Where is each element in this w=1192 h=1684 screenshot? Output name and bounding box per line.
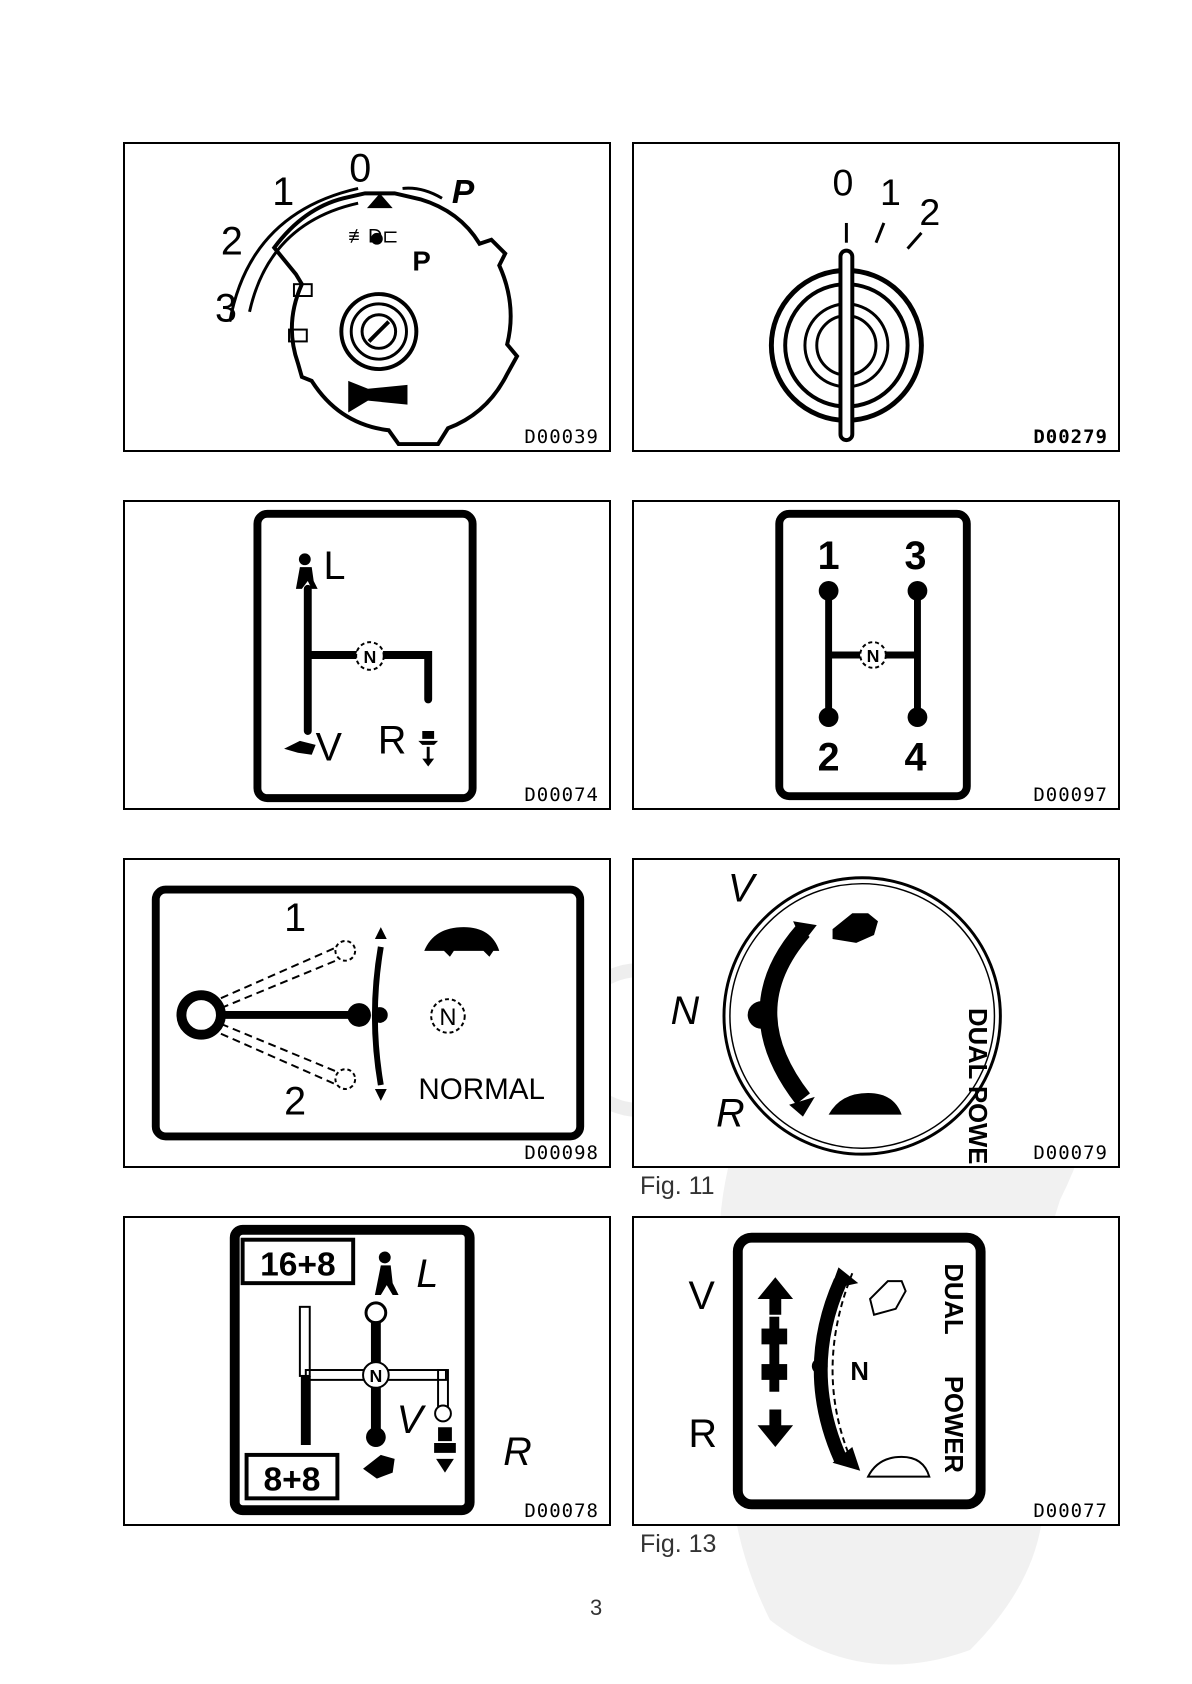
- gear-2-label: 2: [818, 735, 840, 779]
- panel-gear-shift: N 1 3 2 4 D00097: [632, 500, 1120, 810]
- figure-code: D00098: [524, 1142, 599, 1164]
- reverse-label: R: [378, 719, 407, 763]
- brand-label: DUAL POWER: [963, 1008, 991, 1166]
- v-label: V: [728, 866, 758, 910]
- range-shift-diagram: N L V R: [125, 502, 609, 808]
- rabbit-icon: [284, 741, 316, 755]
- key-switch-icon: 0 1 2: [634, 144, 1118, 450]
- r-label: R: [688, 1412, 717, 1456]
- position-2-label: 2: [284, 1080, 306, 1124]
- position-2-label: 2: [221, 220, 243, 264]
- neutral-label: N: [369, 1366, 382, 1386]
- dual-label: DUAL: [939, 1263, 967, 1334]
- gear-1-label: 1: [818, 534, 840, 578]
- r-label: R: [716, 1092, 745, 1136]
- neutral-label: N: [867, 646, 880, 666]
- low-label: L: [416, 1252, 438, 1296]
- v-label: V: [397, 1398, 427, 1442]
- figure-code: D00077: [1033, 1500, 1108, 1522]
- box-16-8-label: 16+8: [260, 1246, 336, 1283]
- headlight-symbol: ≢D⊏: [348, 226, 399, 248]
- caption-fig-13: Fig. 13: [640, 1530, 716, 1559]
- power-label: POWER: [939, 1376, 967, 1473]
- n-label: N: [671, 989, 700, 1033]
- high-label: V: [316, 726, 343, 770]
- figure-code: D00279: [1033, 426, 1108, 448]
- dual-power-plate: N V R DUAL POWER: [634, 1218, 1118, 1524]
- figure-code: D00079: [1033, 1142, 1108, 1164]
- arrow-down-icon: [758, 1409, 794, 1447]
- caption-fig-11: Fig. 11: [640, 1172, 715, 1201]
- panel-dual-power-dial: V N R DUAL POWER D00079: [632, 858, 1120, 1168]
- r-label: R: [503, 1430, 532, 1474]
- turtle-icon: [868, 1457, 929, 1477]
- panel-dual-power-plate: N V R DUAL POWER D00077: [632, 1216, 1120, 1526]
- rabbit-icon: [870, 1281, 906, 1315]
- panel-key-switch: 0 1 2 D00279: [632, 142, 1120, 452]
- position-0-label: 0: [833, 161, 854, 203]
- box-8-8-label: 8+8: [264, 1461, 321, 1498]
- gear-3-label: 3: [905, 534, 927, 578]
- position-3-label: 3: [215, 287, 237, 331]
- ignition-switch-icon: ≢D⊏ 0 1 2 3 P P: [125, 144, 609, 450]
- tractor-icon: [434, 1427, 456, 1453]
- walker-icon: [379, 1252, 391, 1264]
- neutral-label: N: [364, 647, 377, 667]
- walker-icon: [299, 553, 311, 565]
- position-1-label: 1: [272, 170, 294, 214]
- turtle-icon: [424, 927, 499, 957]
- figure-code: D00039: [524, 426, 599, 448]
- position-1-label: 1: [284, 896, 306, 940]
- figure-code: D00097: [1033, 784, 1108, 806]
- position-1-label: 1: [880, 171, 901, 213]
- gear-shift-diagram: N 1 3 2 4: [634, 502, 1118, 808]
- tractor-icon: [418, 731, 438, 745]
- position-0-label: 0: [349, 147, 371, 191]
- park-symbol-label: P: [412, 245, 430, 276]
- low-label: L: [324, 544, 346, 588]
- figure-code: D00078: [524, 1500, 599, 1522]
- figure-code: D00074: [524, 784, 599, 806]
- panel-ignition-switch: ≢D⊏ 0 1 2 3 P P D00039: [123, 142, 611, 452]
- arrow-up-icon: [758, 1277, 794, 1315]
- panel-normal-lever: N 1 2 NORMAL D00098: [123, 858, 611, 1168]
- combined-shift-diagram: 16+8 8+8 N L V R: [125, 1218, 609, 1524]
- n-label: N: [850, 1358, 869, 1386]
- neutral-label: N: [439, 1005, 456, 1031]
- gear-4-label: 4: [905, 735, 927, 779]
- mode-label: NORMAL: [418, 1073, 545, 1106]
- v-label: V: [688, 1274, 715, 1318]
- panel-range-shift: N L V R D00074: [123, 500, 611, 810]
- park-label: P: [452, 174, 475, 211]
- rabbit-icon: [363, 1455, 395, 1479]
- position-2-label: 2: [919, 191, 940, 233]
- dual-power-dial: V N R DUAL POWER: [634, 860, 1118, 1166]
- normal-lever-diagram: N 1 2 NORMAL: [125, 860, 609, 1166]
- panel-combined-shift: 16+8 8+8 N L V R D00078: [123, 1216, 611, 1526]
- page-number: 3: [590, 1595, 602, 1621]
